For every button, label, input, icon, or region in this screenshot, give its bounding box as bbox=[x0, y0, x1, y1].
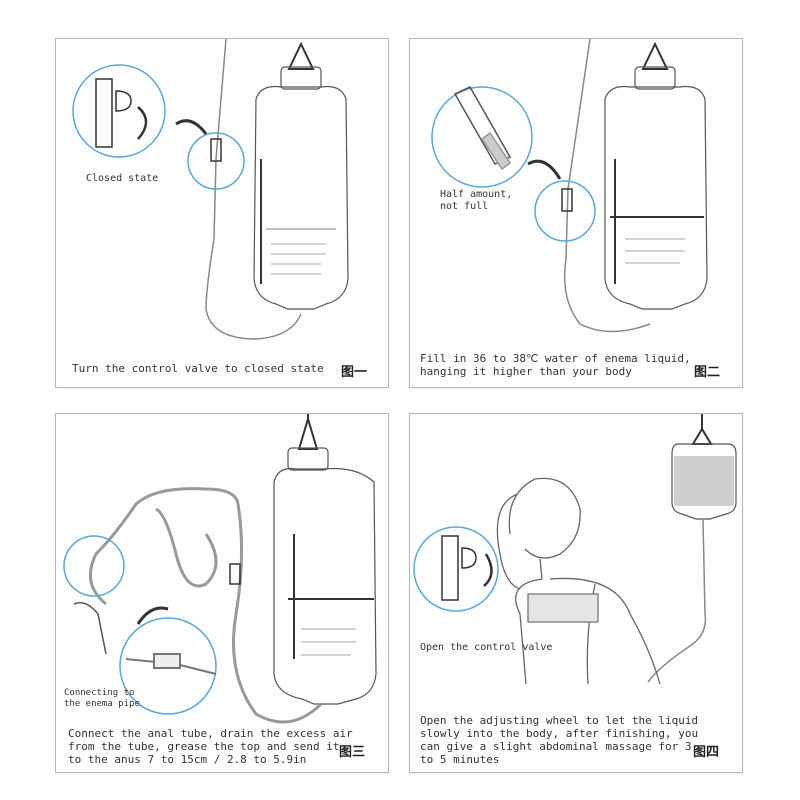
step-3-caption: Connect the anal tube, drain the excess … bbox=[68, 727, 353, 766]
step-4-illustration bbox=[413, 414, 737, 685]
step-3-callout: Connecting to the enema pipe bbox=[64, 688, 140, 709]
enema-bag-icon bbox=[604, 66, 708, 310]
tube-icon bbox=[647, 518, 707, 683]
valve-clamp-icon bbox=[561, 188, 573, 212]
hanger-hook-icon bbox=[297, 414, 319, 450]
valve-clamp-icon bbox=[229, 563, 241, 585]
step-3-tag: 图三 bbox=[339, 745, 366, 760]
magnifier-circle-icon bbox=[413, 526, 499, 612]
woman-figure-icon bbox=[496, 477, 661, 685]
step-4-caption: Open the adjusting wheel to let the liqu… bbox=[420, 714, 699, 766]
step-4-callout: Open the control valve bbox=[420, 642, 553, 653]
step-4-panel: Open the control valve Open the adjustin… bbox=[409, 413, 743, 773]
step-1-illustration bbox=[72, 39, 349, 340]
tube-icon bbox=[453, 86, 512, 171]
magnifier-circle-icon bbox=[187, 132, 245, 190]
tube-icon bbox=[205, 39, 302, 340]
curved-arrow-icon bbox=[483, 553, 493, 587]
step-3-illustration bbox=[63, 414, 377, 724]
hanger-hook-icon bbox=[287, 41, 315, 70]
curved-arrow-icon bbox=[527, 159, 562, 180]
step-2-callout: Half amount, not full bbox=[440, 189, 513, 212]
tube-icon bbox=[563, 39, 651, 333]
magnifier-circle-icon bbox=[119, 617, 217, 715]
step-4-tag: 图四 bbox=[693, 745, 720, 760]
magnifier-circle-icon bbox=[63, 535, 125, 597]
valve-clamp-icon bbox=[210, 138, 222, 162]
curved-arrow-icon bbox=[175, 119, 208, 135]
enema-bag-icon bbox=[273, 447, 377, 705]
enema-bag-icon bbox=[253, 66, 349, 310]
step-1-caption: Turn the control valve to closed state bbox=[72, 362, 324, 375]
step-3-panel: Connecting to the enema pipe Connect the… bbox=[55, 413, 389, 773]
valve-clamp-icon bbox=[95, 78, 132, 148]
tube-icon bbox=[73, 602, 107, 655]
tube-icon bbox=[88, 487, 323, 724]
step-2-tag: 图二 bbox=[694, 365, 721, 380]
magnifier-circle-icon bbox=[72, 64, 166, 158]
hanger-hook-icon bbox=[641, 41, 669, 70]
valve-clamp-icon bbox=[441, 535, 477, 601]
hanger-hook-icon bbox=[691, 414, 713, 445]
step-1-tag: 图一 bbox=[341, 365, 368, 380]
step-2-illustration bbox=[431, 39, 708, 333]
step-2-caption: Fill in 36 to 38℃ water of enema liquid,… bbox=[420, 352, 691, 378]
step-1-callout: Closed state bbox=[86, 173, 159, 184]
step-1-panel: Closed state Turn the control valve to c… bbox=[55, 38, 389, 388]
curved-arrow-icon bbox=[137, 106, 148, 140]
enema-bag-icon bbox=[671, 443, 737, 520]
tube-icon bbox=[125, 653, 217, 675]
magnifier-circle-icon bbox=[534, 180, 596, 242]
magnifier-circle-icon bbox=[431, 86, 533, 188]
curved-arrow-icon bbox=[136, 606, 169, 625]
step-2-panel: Half amount, not full Fill in 36 to 38℃ … bbox=[409, 38, 743, 388]
